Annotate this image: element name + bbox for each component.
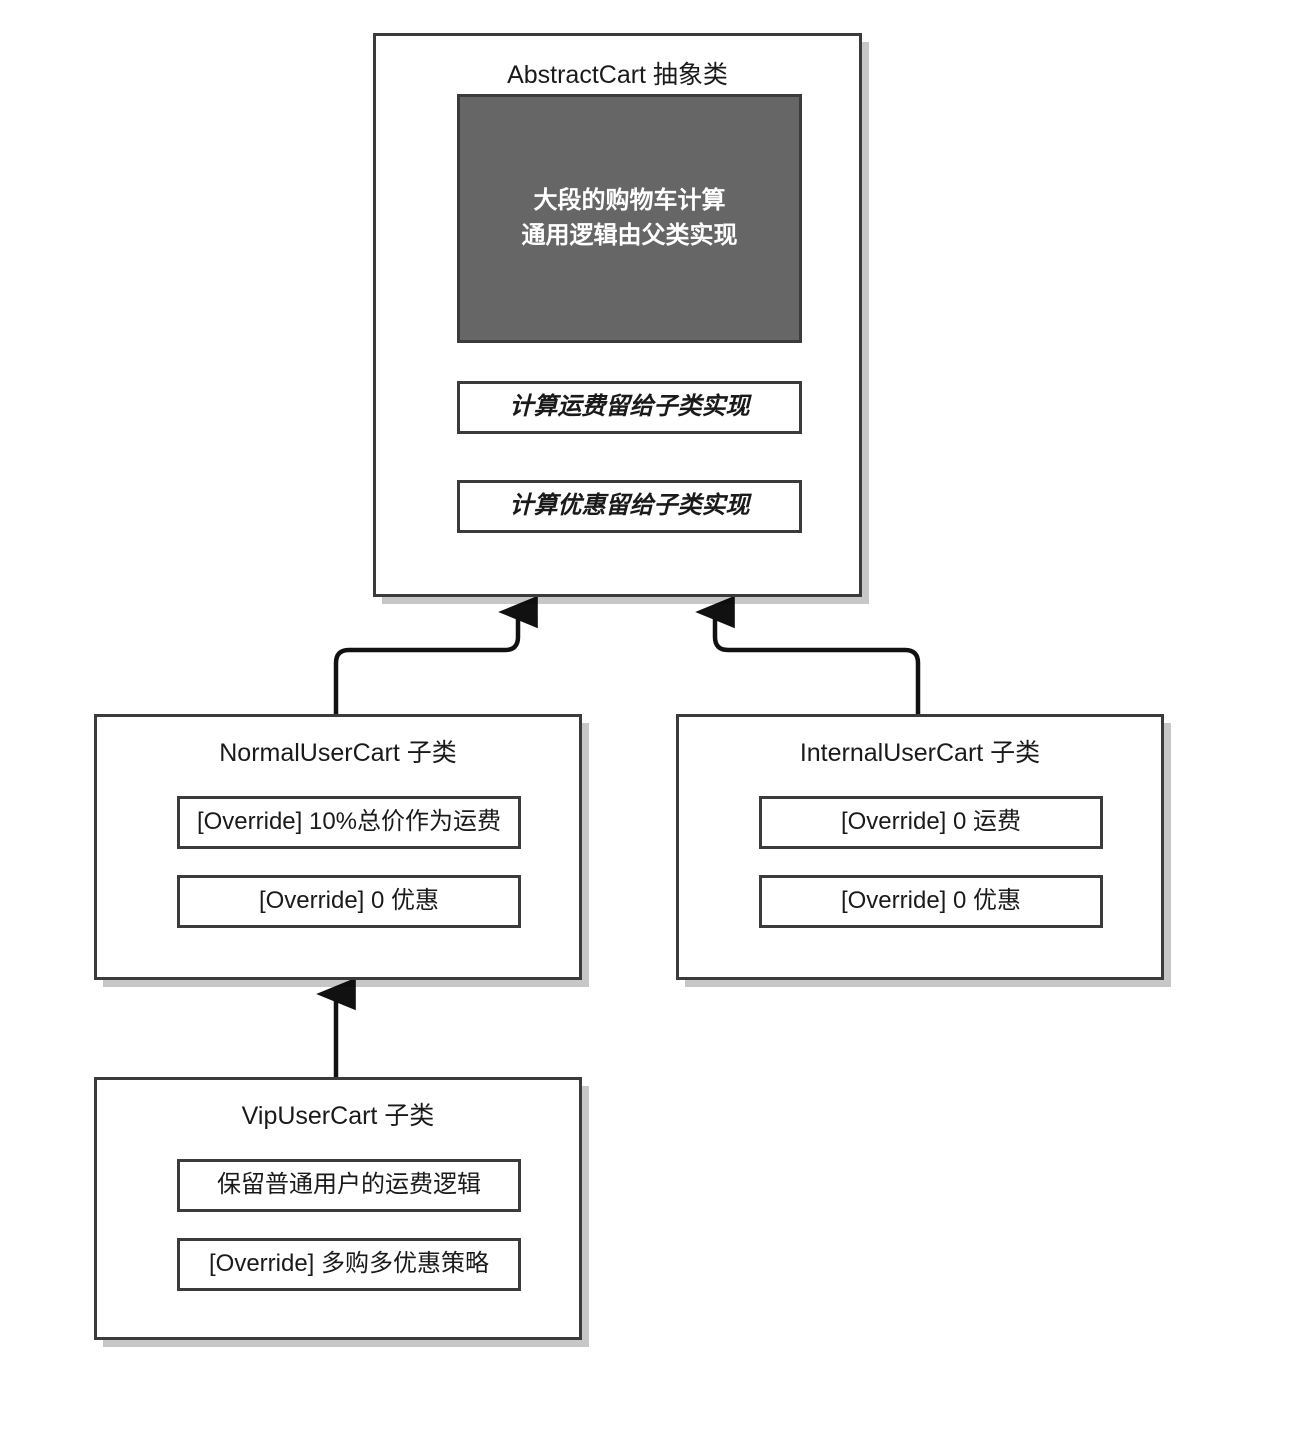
abstract-cart-member-discount[interactable]: 计算优惠留给子类实现 — [457, 480, 802, 533]
vip-user-cart-member-discount[interactable]: [Override] 多购多优惠策略 — [177, 1238, 521, 1291]
class-box-internal-user-cart[interactable]: InternalUserCart 子类 [Override] 0 运费 [Ove… — [676, 714, 1164, 980]
bulk-logic-line-1: 大段的购物车计算 — [533, 186, 726, 214]
normal-user-cart-member-shipping[interactable]: [Override] 10%总价作为运费 — [177, 796, 521, 849]
abstract-cart-member-shipping[interactable]: 计算运费留给子类实现 — [457, 381, 802, 434]
internal-user-cart-member-discount[interactable]: [Override] 0 优惠 — [759, 875, 1103, 928]
class-title-normal-user-cart: NormalUserCart 子类 — [219, 739, 457, 767]
class-title-abstract-cart: AbstractCart 抽象类 — [507, 61, 728, 89]
class-box-vip-user-cart[interactable]: VipUserCart 子类 保留普通用户的运费逻辑 [Override] 多购… — [94, 1077, 582, 1340]
edge-normal-to-abstract — [333, 595, 538, 714]
class-title-vip-user-cart: VipUserCart 子类 — [241, 1102, 435, 1130]
class-box-abstract-cart[interactable]: AbstractCart 抽象类 大段的购物车计算 通用逻辑由父类实现 计算运费… — [373, 33, 862, 597]
bulk-logic-line-2: 通用逻辑由父类实现 — [521, 221, 738, 249]
vip-user-cart-member-shipping[interactable]: 保留普通用户的运费逻辑 — [177, 1159, 521, 1212]
class-box-normal-user-cart[interactable]: NormalUserCart 子类 [Override] 10%总价作为运费 [… — [94, 714, 582, 980]
normal-user-cart-member-discount[interactable]: [Override] 0 优惠 — [177, 875, 521, 928]
abstract-cart-bulk-logic-block: 大段的购物车计算 通用逻辑由父类实现 — [457, 94, 802, 343]
internal-user-cart-member-shipping[interactable]: [Override] 0 运费 — [759, 796, 1103, 849]
edge-internal-to-abstract — [695, 595, 921, 714]
class-title-internal-user-cart: InternalUserCart 子类 — [799, 739, 1041, 767]
